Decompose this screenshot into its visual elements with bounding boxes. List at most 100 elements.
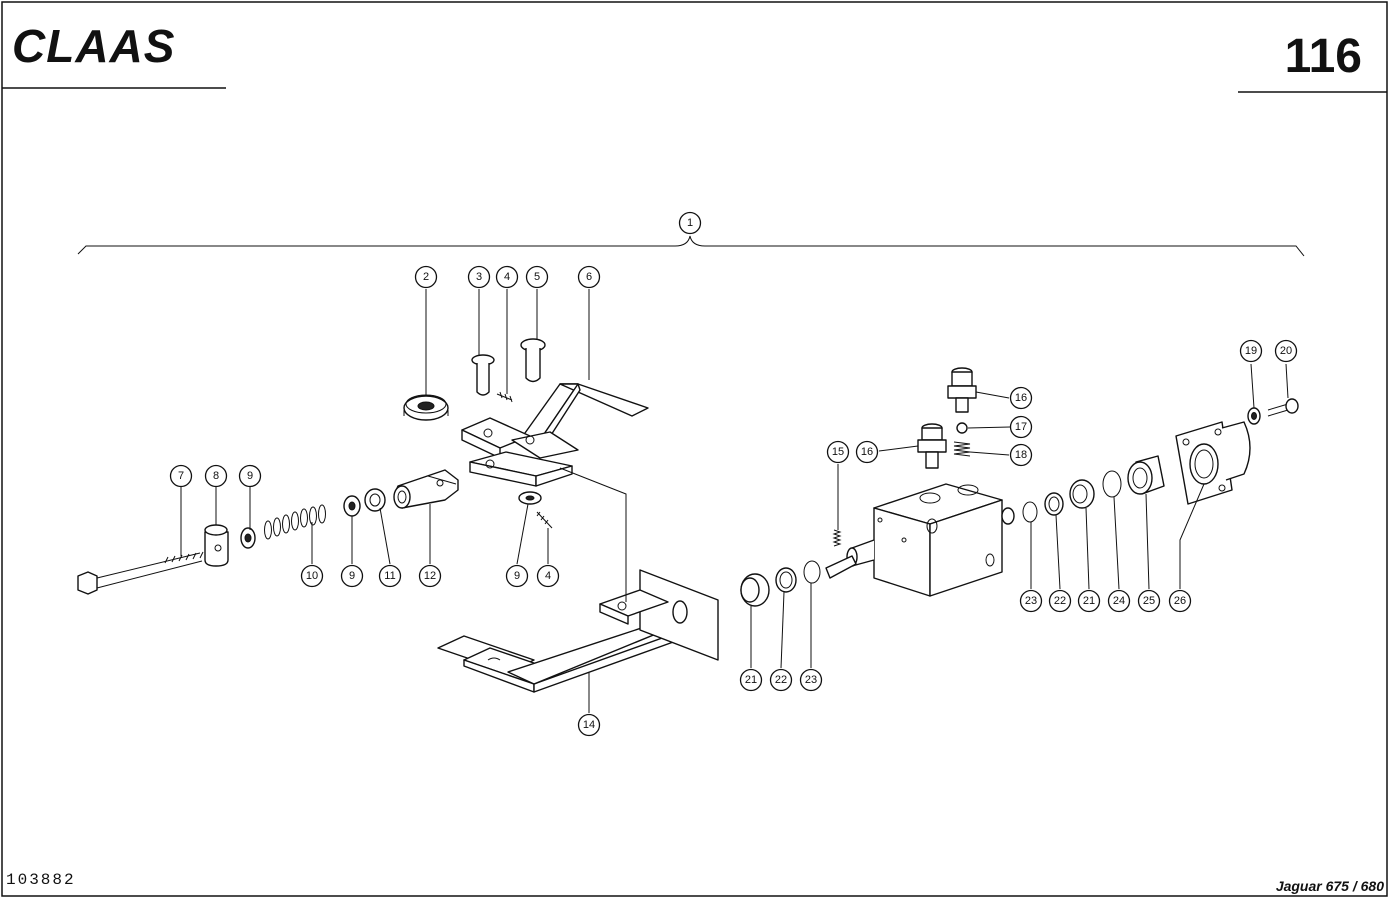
callout-23b: 23 [1019,589,1043,613]
clevis-part-12 [393,469,459,509]
svg-text:8: 8 [213,470,219,482]
svg-text:14: 14 [583,719,595,731]
nut-part-11 [364,488,386,512]
svg-text:24: 24 [1113,595,1125,607]
svg-text:15: 15 [832,446,844,458]
callout-9b: 9 [340,564,364,588]
callout-16b: 16 [1009,386,1033,410]
svg-text:3: 3 [476,271,482,283]
callout-24: 24 [1107,589,1131,613]
callout-21b: 21 [1077,589,1101,613]
pin-part-5 [520,338,546,383]
callout-7: 7 [169,464,193,488]
svg-text:20: 20 [1280,345,1292,357]
screw-part-20 [1267,398,1299,417]
callout-14: 14 [577,713,601,737]
fitting-part-16b [947,367,977,413]
ring-part-23b [1022,501,1038,523]
bushing-part-25 [1127,455,1165,495]
ring-part-22b [1044,492,1064,516]
svg-text:25: 25 [1143,595,1155,607]
valve-block [825,483,1015,597]
svg-text:22: 22 [1054,595,1066,607]
callout-26: 26 [1168,589,1192,613]
cylinder-part-8 [204,524,229,567]
seal-part-21b [1069,479,1095,509]
page-number: 116 [1285,30,1362,83]
drawing-number: 103882 [6,871,76,889]
callout-9c: 9 [505,564,529,588]
svg-text:21: 21 [745,674,757,686]
svg-text:23: 23 [1025,595,1037,607]
svg-text:12: 12 [424,570,436,582]
svg-text:16: 16 [1015,392,1027,404]
ring-part-24 [1102,470,1122,498]
callout-5: 5 [525,265,549,289]
svg-text:22: 22 [775,674,787,686]
washer-part-9b [343,495,361,517]
model-label: Jaguar 675 / 680 [1276,878,1384,894]
callout-12: 12 [418,564,442,588]
svg-text:9: 9 [514,570,520,582]
callout-1: 1 [678,211,702,235]
callout-22a: 22 [769,668,793,692]
bracket-plates [461,417,579,487]
callout-21a: 21 [739,668,763,692]
callout-6: 6 [577,265,601,289]
callout-9: 9 [238,464,262,488]
ring-part-22a [775,567,797,593]
svg-text:19: 19 [1245,345,1257,357]
callout-2: 2 [414,265,438,289]
svg-text:1: 1 [687,217,693,229]
spring-part-18 [953,441,971,457]
callout-4: 4 [495,265,519,289]
ring-part-23a [803,560,821,584]
washer-part-9c [518,491,542,505]
svg-text:9: 9 [349,570,355,582]
washer-part-9 [240,527,256,549]
callout-25: 25 [1137,589,1161,613]
ball-part-17 [956,422,968,434]
svg-text:18: 18 [1015,449,1027,461]
leader-lines [180,289,1289,713]
svg-text:6: 6 [586,271,592,283]
callout-10: 10 [300,564,324,588]
assembly-brace [77,235,1305,257]
svg-text:10: 10 [306,570,318,582]
callout-4b: 4 [536,564,560,588]
svg-text:21: 21 [1083,595,1095,607]
spring-part-10 [264,504,326,540]
pin-part-3 [471,354,495,396]
svg-text:9: 9 [247,470,253,482]
svg-text:17: 17 [1015,421,1027,433]
washer-part-19 [1247,407,1261,425]
seal-part-21a [740,573,770,607]
lever-part-6 [519,383,649,447]
callout-8: 8 [204,464,228,488]
callout-17: 17 [1009,415,1033,439]
callout-15: 15 [826,440,850,464]
callout-22b: 22 [1048,589,1072,613]
svg-text:2: 2 [423,271,429,283]
pulley-part-2 [403,394,449,421]
callout-19: 19 [1239,339,1263,363]
svg-text:16: 16 [861,446,873,458]
callout-16a: 16 [855,440,879,464]
callout-18: 18 [1009,443,1033,467]
svg-text:4: 4 [545,570,551,582]
svg-text:5: 5 [534,271,540,283]
brand-logo: CLAAS [12,20,175,72]
bolt-part-7 [77,551,204,595]
svg-text:7: 7 [178,470,184,482]
svg-text:23: 23 [805,674,817,686]
callout-11: 11 [378,564,402,588]
callout-23a: 23 [799,668,823,692]
housing-part-26 [1175,421,1251,505]
svg-text:4: 4 [504,271,510,283]
svg-text:11: 11 [384,570,395,582]
svg-text:26: 26 [1174,595,1186,607]
callout-3: 3 [467,265,491,289]
screw-part-4 [496,391,513,403]
frame-part-14 [437,569,719,693]
